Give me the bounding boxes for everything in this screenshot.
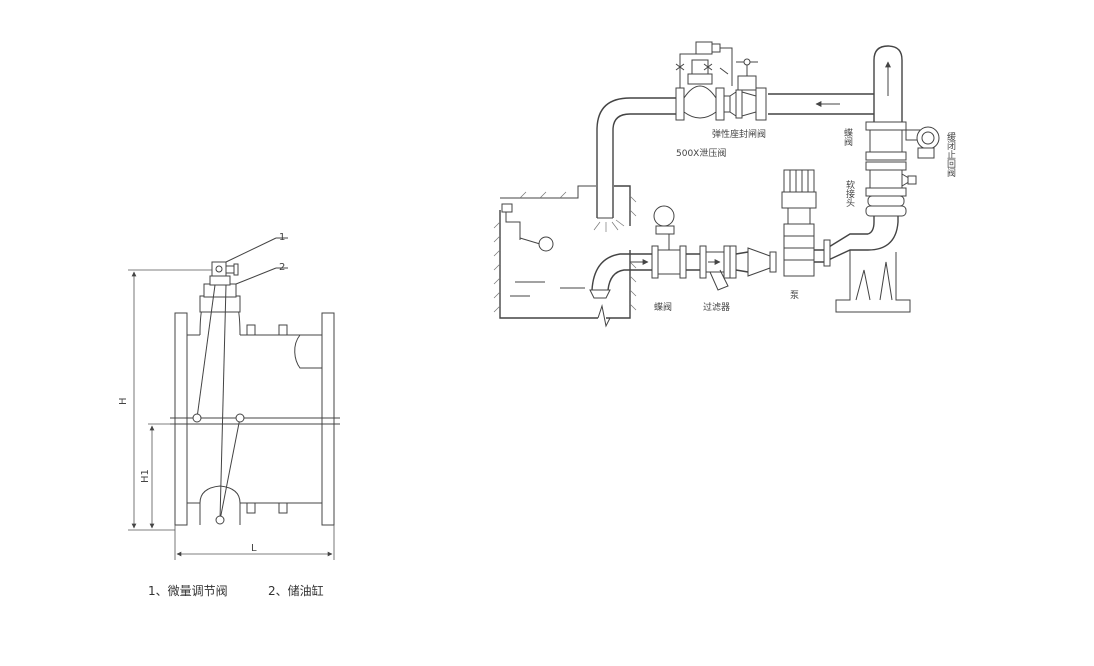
label-soft-joint: 软接头 [844,179,855,208]
label-relief-valve: 500X泄压阀 [676,147,726,159]
return-pipe-outer [596,97,678,218]
label-butterfly-valve-bottom: 蝶阀 [654,301,672,313]
label-butterfly-valve-top: 蝶阀 [842,127,853,147]
butterfly-valve-bottom [651,245,659,279]
suction-pipe-outer [591,253,652,291]
label-gate-valve: 弹性座封闸阀 [712,128,766,140]
micro-regulating-valve [211,261,227,277]
y-strainer-filter [699,245,707,279]
dim-label-L: L [251,543,257,554]
body-bulge [294,334,322,369]
float-valve [505,208,521,240]
riser-elbow [867,216,899,251]
label-check-valve: 缓闭止回阀 [945,131,956,178]
callout-1: 1 [279,232,285,243]
top-horizontal-pipe [768,93,874,115]
oil-cylinder [203,283,237,298]
caption-micro-regulating-valve: 1、微量调节阀 [148,584,228,598]
dim-label-H: H [118,397,129,405]
valve-dimension-drawing [128,237,340,560]
500x-pressure-relief-valve [675,41,733,121]
left-flange [174,312,188,526]
dim-label-H1: H1 [140,469,151,483]
tank-wall-hatch [493,191,637,313]
resilient-seated-gate-valve [729,58,767,121]
caption-oil-cylinder: 2、储油缸 [268,583,324,598]
label-filter: 过滤器 [703,301,730,313]
soft-joint [865,205,907,217]
right-flange [321,312,335,526]
water-tank [499,185,631,319]
piping-schematic [493,41,940,328]
return-pipe-inner [612,113,678,218]
check-valve [865,187,907,197]
lower-neck [199,485,241,504]
valve-body [187,334,322,504]
pump [781,169,817,277]
label-pump: 泵 [790,290,799,301]
pump-base [835,250,911,313]
riser-pipe [873,45,903,122]
butterfly-valve-top [865,151,907,161]
callout-2: 2 [279,262,285,273]
